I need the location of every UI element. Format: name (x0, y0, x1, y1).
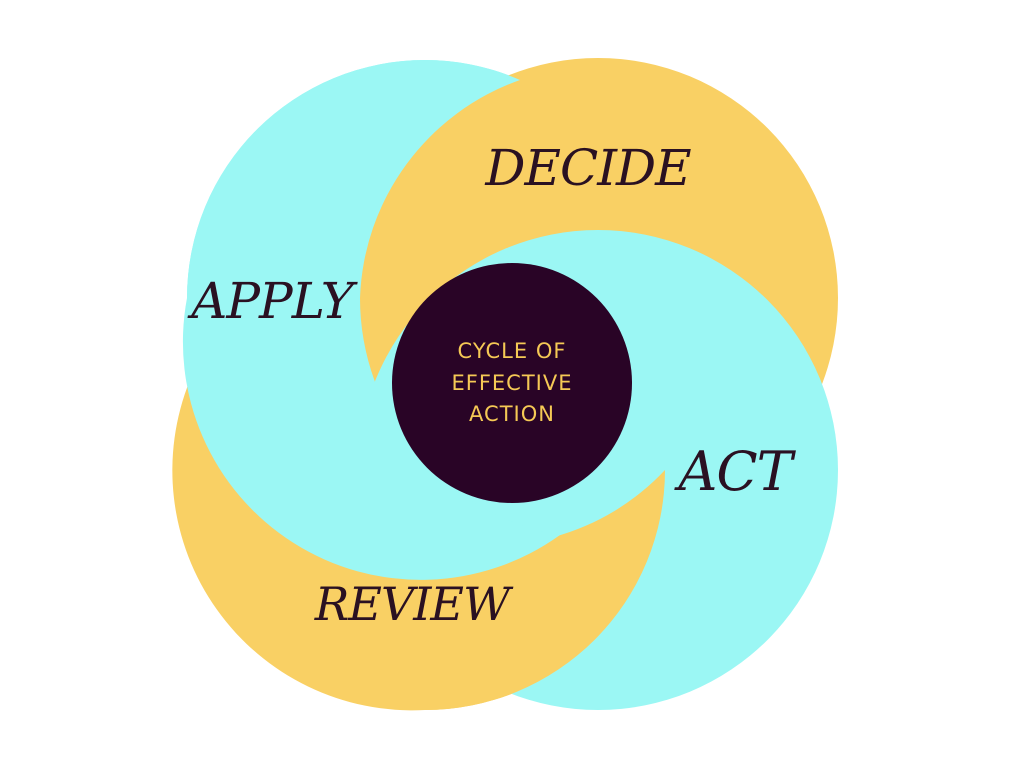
act-label: ACT (673, 440, 796, 503)
review-label: REVIEW (314, 577, 514, 631)
center-circle (392, 263, 632, 503)
center-line-1: CYCLE OF (458, 339, 567, 363)
apply-label: APPLY (187, 272, 357, 330)
center-line-3: ACTION (469, 402, 555, 426)
apply-overlap-wedge (182, 60, 560, 580)
center-line-2: EFFECTIVE (451, 371, 572, 395)
decide-label: DECIDE (484, 139, 691, 197)
